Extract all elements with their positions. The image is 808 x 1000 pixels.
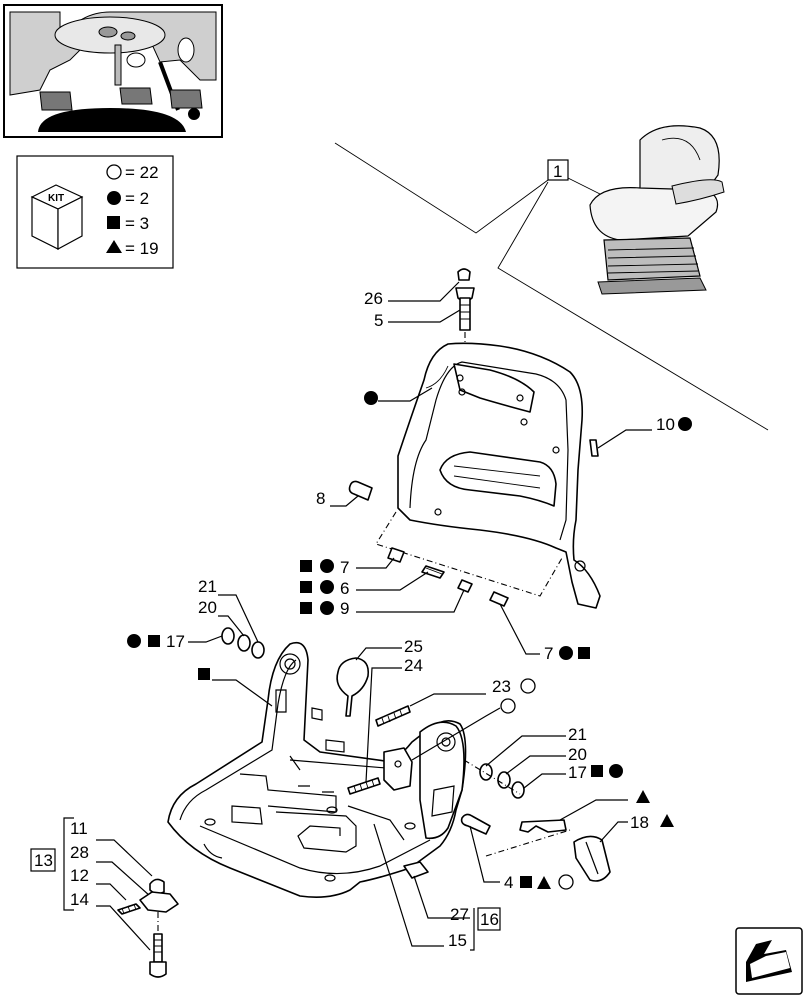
callout-27[interactable]: 27 xyxy=(450,905,469,924)
open-circle-icon xyxy=(520,678,536,694)
filled-square-icon xyxy=(300,581,312,593)
callout-14[interactable]: 14 xyxy=(70,890,89,909)
filled-circle-icon xyxy=(320,580,334,594)
callout-25[interactable]: 25 xyxy=(404,637,423,656)
callout-23[interactable]: 23 xyxy=(492,677,511,696)
callout-6[interactable]: 6 xyxy=(340,579,349,598)
callout-12[interactable]: 12 xyxy=(70,866,89,885)
next-page-arrow-icon[interactable] xyxy=(735,927,803,995)
callout-21[interactable]: 21 xyxy=(198,577,217,596)
perspective-line xyxy=(497,181,769,431)
callout-24[interactable]: 24 xyxy=(404,656,423,675)
backrest-frame-part xyxy=(397,342,601,609)
pin-part xyxy=(348,480,373,501)
callout-28[interactable]: 28 xyxy=(70,843,89,862)
filled-square-icon xyxy=(148,635,160,647)
pivot-pin-part xyxy=(460,813,491,835)
callout-20-right[interactable]: 20 xyxy=(568,745,587,764)
spring-clip-part xyxy=(336,657,370,717)
filled-triangle-icon xyxy=(106,240,122,253)
seat-base-frame-part xyxy=(167,641,467,898)
callout-15[interactable]: 15 xyxy=(448,931,467,950)
latch-part xyxy=(383,747,413,791)
filled-square-icon xyxy=(198,668,210,680)
filled-triangle-icon xyxy=(537,876,551,889)
kit-entry-open-circle: = 22 xyxy=(125,163,159,182)
callout-box-16 xyxy=(477,907,501,931)
callout-5[interactable]: 5 xyxy=(374,311,383,330)
perspective-line xyxy=(334,142,549,234)
filled-square-icon xyxy=(107,216,120,229)
callout-4[interactable]: 4 xyxy=(504,873,513,892)
callout-8[interactable]: 8 xyxy=(316,489,325,508)
callout-7-right[interactable]: 7 xyxy=(544,644,553,663)
label-plate-part xyxy=(589,439,599,457)
bushing-part xyxy=(489,591,509,607)
filled-square-icon xyxy=(578,647,590,659)
coil-spring-part xyxy=(375,705,411,727)
callout-18[interactable]: 18 xyxy=(630,813,649,832)
filled-square-icon xyxy=(300,560,312,572)
filled-circle-icon xyxy=(364,391,378,405)
seat-assembly-thumbnail xyxy=(589,125,725,295)
callout-11[interactable]: 11 xyxy=(70,819,88,838)
callout-10[interactable]: 10 xyxy=(656,415,675,434)
callout-box-1 xyxy=(547,159,569,181)
callout-21-right[interactable]: 21 xyxy=(568,725,587,744)
open-circle-icon xyxy=(500,698,516,714)
coil-spring-part xyxy=(347,777,381,795)
adjust-lever-part xyxy=(519,819,611,882)
washer-part xyxy=(421,565,445,579)
filled-triangle-icon xyxy=(660,814,674,827)
callout-7[interactable]: 7 xyxy=(340,558,349,577)
bushing-part xyxy=(387,547,405,563)
filled-circle-icon xyxy=(107,191,121,205)
callout-20[interactable]: 20 xyxy=(198,598,217,617)
filled-circle-icon xyxy=(127,634,141,648)
filled-circle-icon xyxy=(609,764,623,778)
callout-9[interactable]: 9 xyxy=(340,599,349,618)
kit-entry-filled-circle: = 2 xyxy=(125,189,149,208)
callout-17-right[interactable]: 17 xyxy=(568,763,587,782)
callout-17[interactable]: 17 xyxy=(166,632,185,651)
callout-1[interactable]: 1 xyxy=(553,162,562,181)
kit-label: KIT xyxy=(48,193,64,204)
filled-circle-icon xyxy=(320,559,334,573)
adjust-knob-part xyxy=(455,268,475,331)
kit-entry-filled-triangle: = 19 xyxy=(125,239,159,258)
callout-16[interactable]: 16 xyxy=(480,910,499,929)
callout-26[interactable]: 26 xyxy=(364,289,383,308)
filled-circle-icon xyxy=(320,601,334,615)
bolt-part xyxy=(457,579,473,593)
filled-square-icon xyxy=(591,765,603,777)
kit-entry-filled-square: = 3 xyxy=(125,214,149,233)
filled-square-icon xyxy=(300,602,312,614)
open-circle-icon xyxy=(558,874,574,890)
callout-box-13 xyxy=(30,848,56,872)
location-thumbnail xyxy=(3,4,223,138)
filled-triangle-icon xyxy=(636,790,650,803)
callout-13[interactable]: 13 xyxy=(34,851,53,870)
filled-square-icon xyxy=(520,876,532,888)
kit-legend: KIT = 22 = 2 = 3 = 19 xyxy=(16,155,174,269)
filled-circle-icon xyxy=(559,646,573,660)
clip-part xyxy=(403,861,429,879)
filled-circle-icon xyxy=(678,417,692,431)
bolt-assembly-part xyxy=(117,878,179,978)
open-circle-icon xyxy=(106,164,122,180)
